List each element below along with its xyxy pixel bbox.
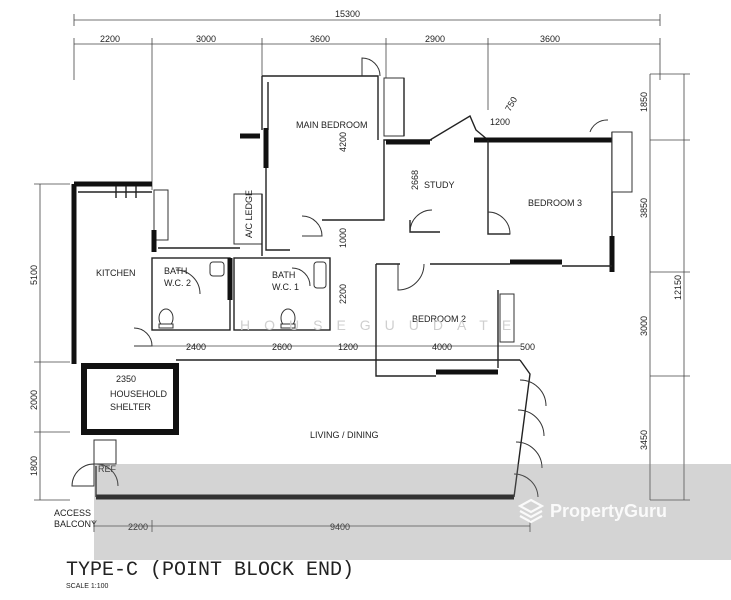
dim-left-1: 5100: [29, 265, 39, 285]
internal-dimensions: 2400 2600 1200 4000 2350 2200 9400 4200 …: [93, 95, 535, 532]
dim-left-2: 2000: [29, 390, 39, 410]
dim-top-5: 3600: [540, 34, 560, 44]
dim-main-bedroom-depth: 4200: [338, 132, 348, 152]
label-bedroom-3: BEDROOM 3: [528, 198, 582, 208]
label-household-line1: HOUSEHOLD: [110, 389, 168, 399]
dim-bedroom2-side: 500: [520, 342, 535, 352]
dim-study-depth: 2668: [410, 170, 420, 190]
label-bath-1-line1: BATH: [272, 270, 295, 280]
label-bath-2-line2: W.C. 2: [164, 278, 191, 288]
watermark-faint-text: HOUSEGUUDATE: [240, 317, 525, 333]
dim-bottom-1: 2200: [128, 522, 148, 532]
label-bath-1-line2: W.C. 1: [272, 282, 299, 292]
dim-top-4: 2900: [425, 34, 445, 44]
label-access-line1: ACCESS: [54, 508, 91, 518]
label-aircon-ledge: A/C LEDGE: [244, 190, 254, 238]
dim-bay-2: 1200: [490, 117, 510, 127]
label-bath-2-line1: BATH: [164, 266, 187, 276]
right-dimensions: 1850 3850 3000 3450 12150: [639, 73, 690, 501]
left-dimensions: 5100 2000 1800: [29, 183, 70, 501]
plan-scale: SCALE 1:100: [66, 583, 109, 590]
dim-shelter-width: 2350: [116, 374, 136, 384]
propertyguru-logo-icon: [518, 498, 544, 524]
room-labels: MAIN BEDROOM STUDY BEDROOM 3 KITCHEN BAT…: [54, 120, 582, 529]
label-household-line2: SHELTER: [110, 402, 151, 412]
dim-top-2: 3000: [196, 34, 216, 44]
label-bedroom-2: BEDROOM 2: [412, 314, 466, 324]
title-block: TYPE-C (POINT BLOCK END) SCALE 1:100: [66, 559, 355, 591]
propertyguru-watermark: PropertyGuru: [518, 498, 667, 524]
dim-mid-2: 2600: [272, 342, 292, 352]
label-refuse: REF: [98, 464, 117, 474]
label-main-bedroom: MAIN BEDROOM: [296, 120, 368, 130]
dim-bath-depth: 2200: [338, 284, 348, 304]
dim-right-4: 3450: [639, 430, 649, 450]
plan-title: TYPE-C (POINT BLOCK END): [66, 559, 355, 582]
dim-right-overall: 12150: [673, 275, 683, 300]
dim-mid-1: 2400: [186, 342, 206, 352]
top-dimensions: 15300 2200 3000 3600 2900 3600: [73, 9, 661, 190]
watermark-brand: PropertyGuru: [550, 500, 668, 521]
label-kitchen: KITCHEN: [96, 268, 136, 278]
dim-bottom-2: 9400: [330, 522, 350, 532]
dim-mid-4: 4000: [432, 342, 452, 352]
watermark-band: [94, 464, 731, 560]
dim-bay-1: 750: [503, 95, 519, 113]
dim-right-1: 1850: [639, 92, 649, 112]
dim-left-3: 1800: [29, 456, 39, 476]
dim-overall-width: 15300: [335, 9, 360, 19]
dim-wardrobe: 1000: [338, 228, 348, 248]
label-study: STUDY: [424, 180, 455, 190]
doors-fixtures: [71, 57, 609, 498]
dim-right-2: 3850: [639, 198, 649, 218]
label-access-line2: BALCONY: [54, 519, 97, 529]
label-living-dining: LIVING / DINING: [310, 430, 379, 440]
dim-right-3: 3000: [639, 316, 649, 336]
dim-mid-3: 1200: [338, 342, 358, 352]
dim-top-3: 3600: [310, 34, 330, 44]
walls: [71, 75, 633, 500]
dim-top-1: 2200: [100, 34, 120, 44]
